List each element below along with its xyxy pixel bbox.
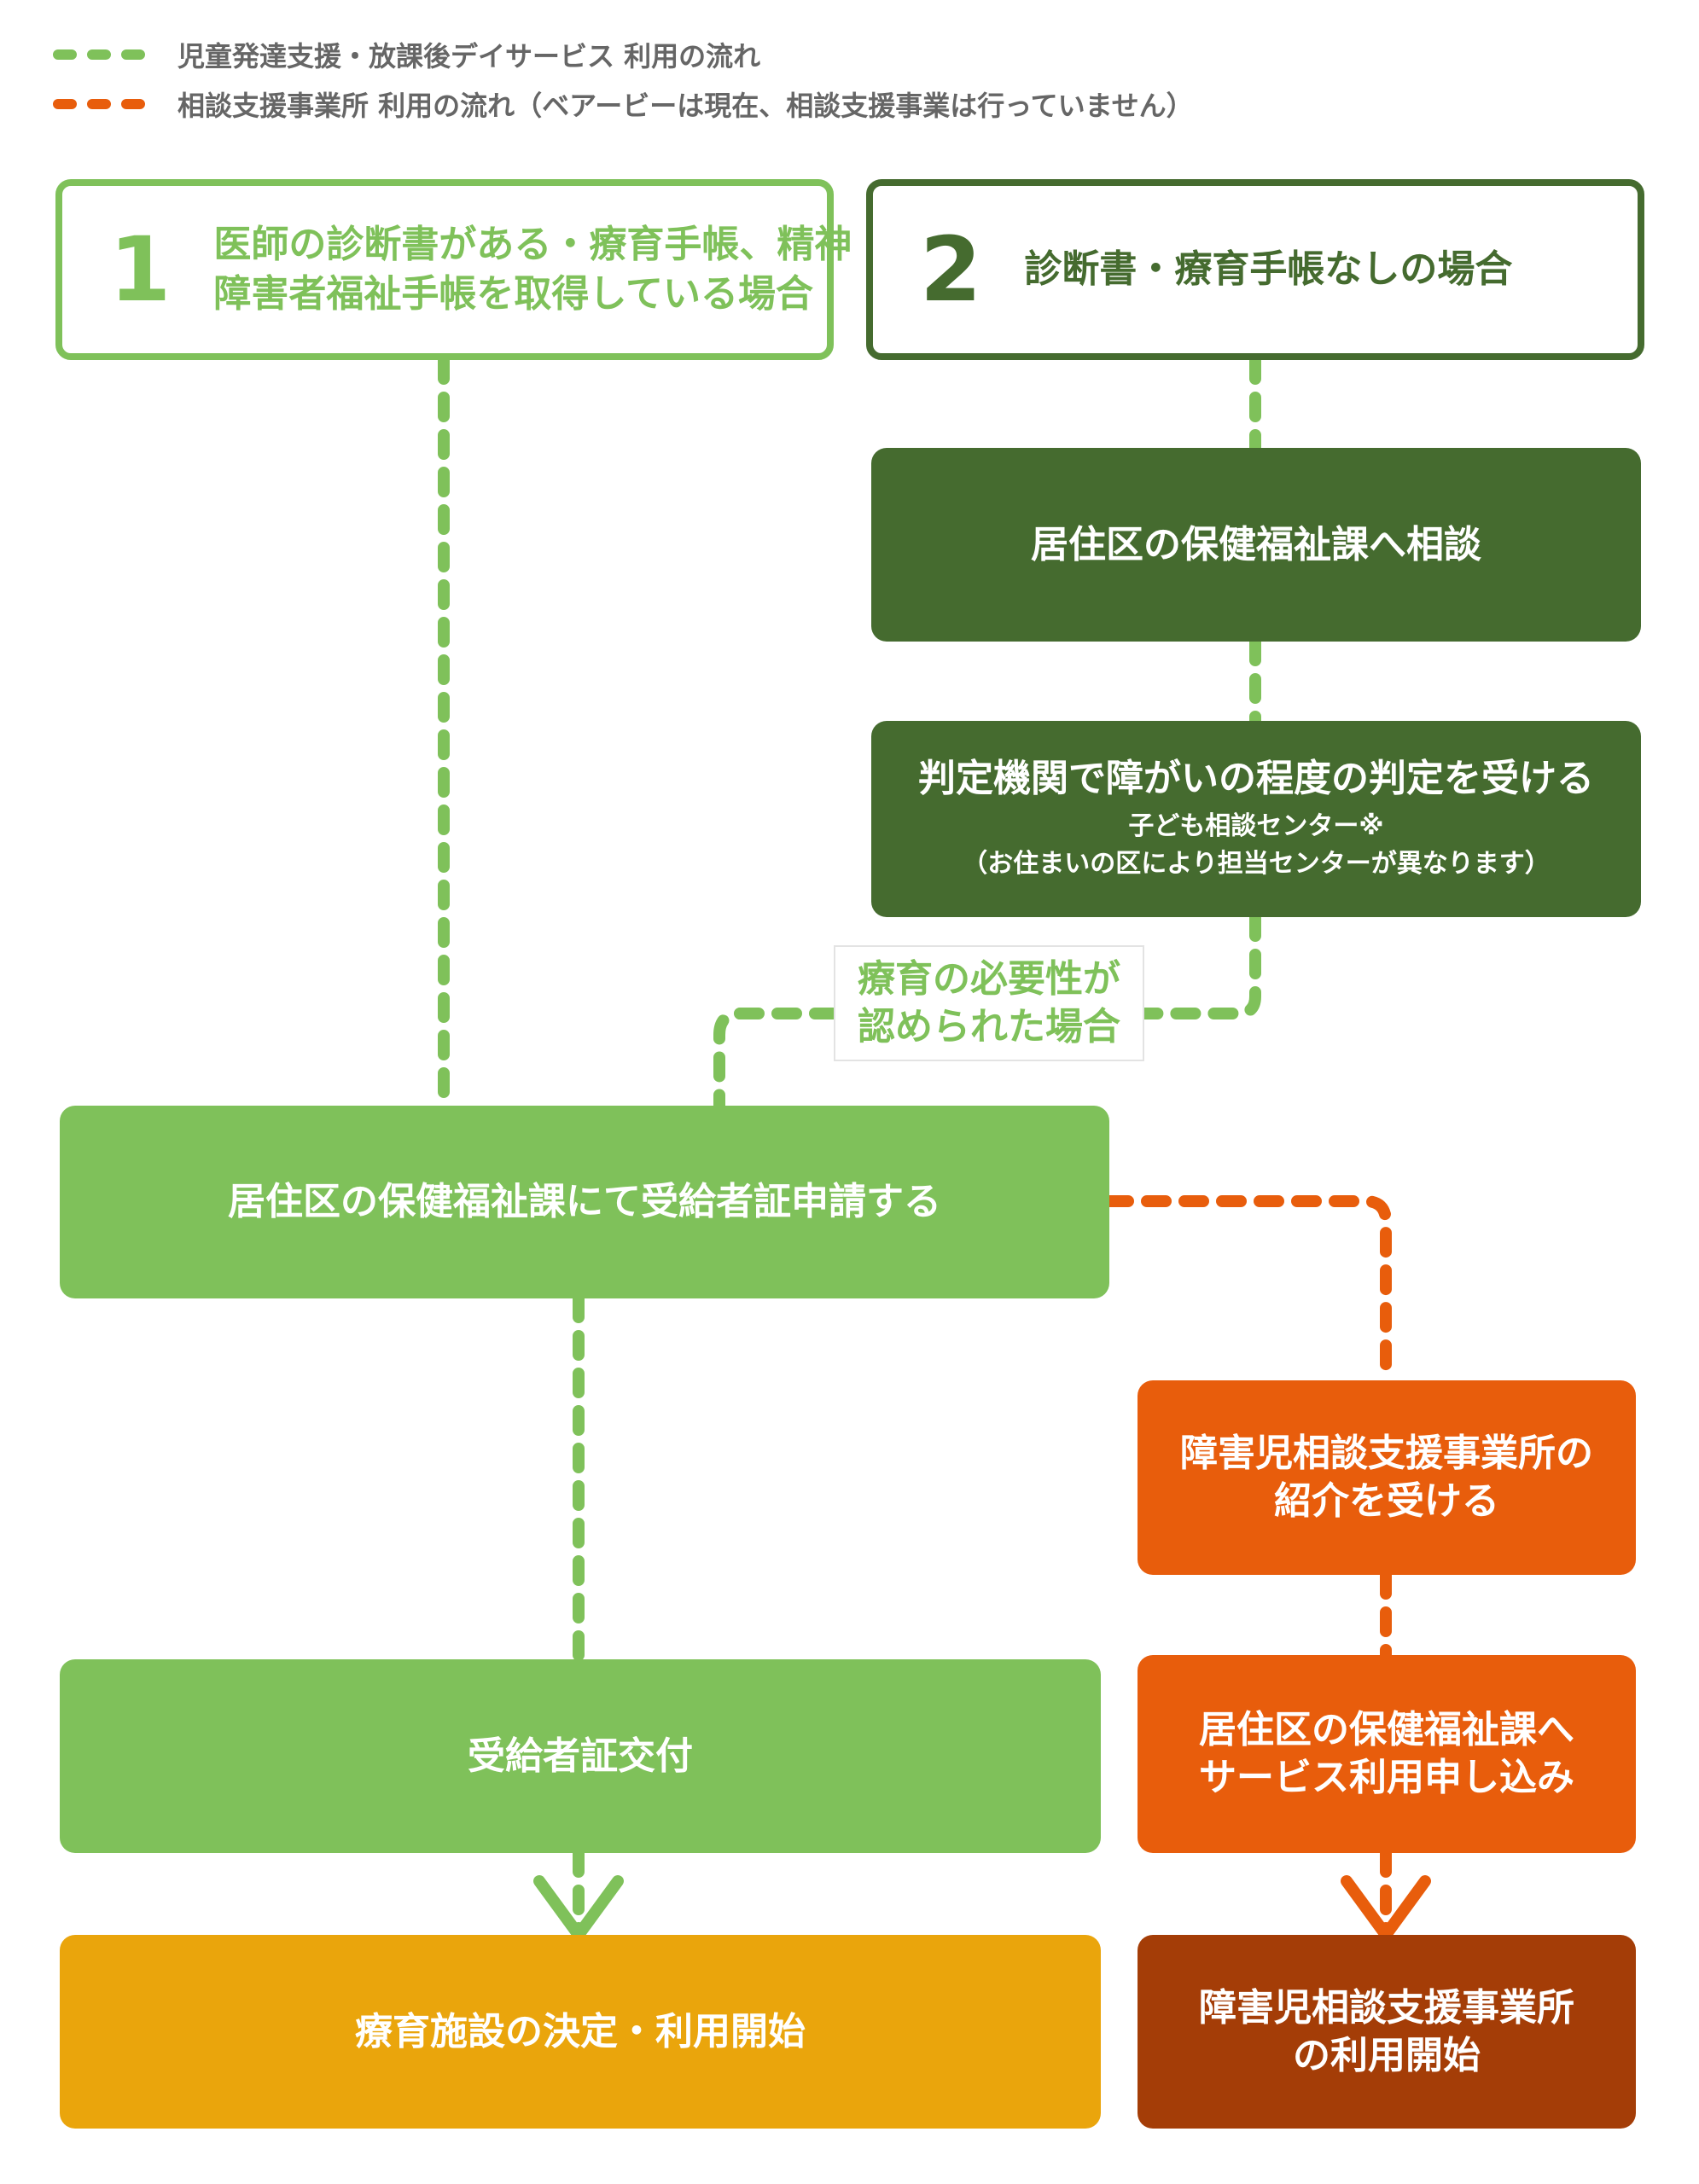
case1-line2: 障害者福祉手帳を取得している場合 — [213, 272, 814, 316]
case2-text: 診断書・療育手帳なしの場合 — [1024, 247, 1513, 291]
step-referral-line2: 紹介を受ける — [1274, 1479, 1499, 1523]
connector-apply-to-referral — [1103, 1195, 1392, 1386]
step-service-apply: 居住区の保健福祉課へ サービス利用申し込み — [1138, 1655, 1636, 1853]
step-referral-line1: 障害児相談支援事業所の — [1180, 1432, 1593, 1475]
step-apply-text: 居住区の保健福祉課にて受給者証申請する — [228, 1180, 941, 1223]
step-service-apply-line2: サービス利用申し込み — [1199, 1756, 1574, 1799]
step-decide-text: 療育施設の決定・利用開始 — [355, 2009, 806, 2053]
condition-badge: 療育の必要性が 認められた場合 — [834, 945, 1144, 1061]
connector-judgement-to-condition — [1138, 911, 1261, 1019]
step-start-line2: の利用開始 — [1293, 2033, 1481, 2077]
case2-header: 2 診断書・療育手帳なしの場合 — [866, 179, 1644, 360]
case2-number: 2 — [920, 218, 982, 322]
step-issue-text: 受給者証交付 — [468, 1734, 693, 1778]
step-apply: 居住区の保健福祉課にて受給者証申請する — [60, 1106, 1109, 1298]
step-issue: 受給者証交付 — [60, 1659, 1101, 1853]
legend-orange-line-icon — [53, 99, 152, 109]
step-judgement-sub1: 子ども相談センター※ — [1128, 811, 1384, 841]
legend-green-label: 児童発達支援・放課後デイサービス 利用の流れ — [177, 40, 761, 73]
step-referral: 障害児相談支援事業所の 紹介を受ける — [1138, 1380, 1636, 1575]
case1-header: 1 医師の診断書がある・療育手帳、精神 障害者福祉手帳を取得している場合 — [55, 179, 852, 360]
condition-line1: 療育の必要性が — [858, 957, 1120, 1001]
step-judgement: 判定機関で障がいの程度の判定を受ける 子ども相談センター※ （お住まいの区により… — [871, 721, 1641, 917]
connector-condition-to-apply — [713, 1008, 840, 1112]
step-judgement-title: 判定機関で障がいの程度の判定を受ける — [918, 757, 1594, 800]
case1-line1: 医師の診断書がある・療育手帳、精神 — [213, 223, 852, 266]
step-consult: 居住区の保健福祉課へ相談 — [871, 448, 1641, 642]
legend-green: 児童発達支援・放課後デイサービス 利用の流れ — [51, 38, 761, 73]
step-start: 障害児相談支援事業所 の利用開始 — [1138, 1935, 1636, 2129]
step-judgement-sub2: （お住まいの区により担当センターが異なります） — [962, 849, 1551, 879]
legend-orange: 相談支援事業所 利用の流れ（ベアービーは現在、相談支援事業は行っていません） — [51, 87, 1194, 122]
step-start-line1: 障害児相談支援事業所 — [1199, 1985, 1574, 2030]
step-service-apply-line1: 居住区の保健福祉課へ — [1199, 1708, 1574, 1751]
condition-line2: 認められた場合 — [858, 1005, 1120, 1048]
step-consult-text: 居住区の保健福祉課へ相談 — [1031, 522, 1481, 566]
step-decide: 療育施設の決定・利用開始 — [60, 1935, 1101, 2129]
legend-green-line-icon — [53, 49, 152, 60]
legend-orange-label: 相談支援事業所 利用の流れ（ベアービーは現在、相談支援事業は行っていません） — [177, 90, 1194, 122]
case1-number: 1 — [109, 218, 172, 322]
